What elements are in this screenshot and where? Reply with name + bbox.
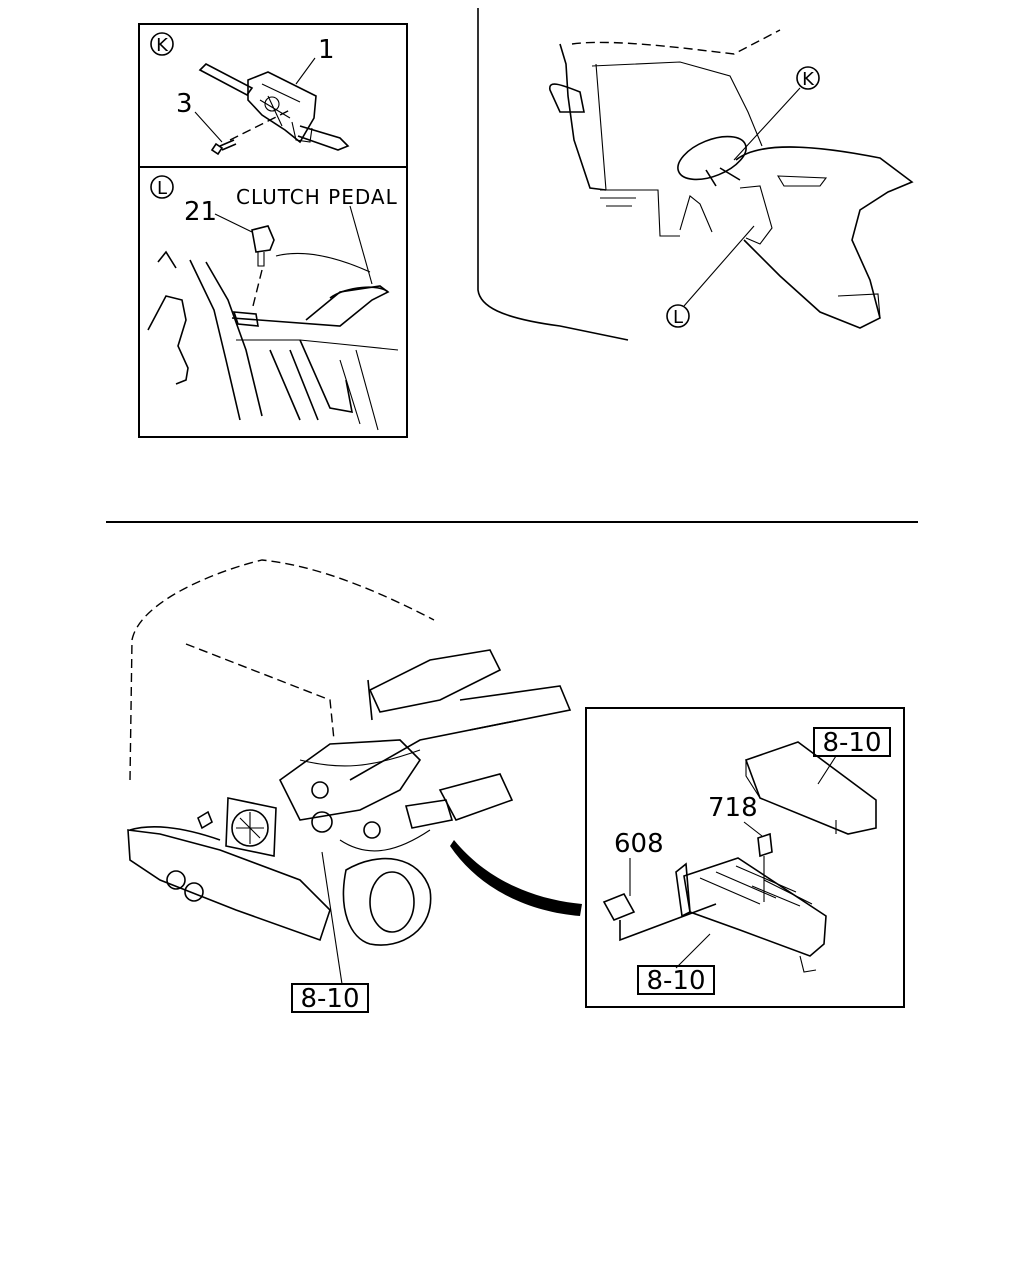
pulley-3	[363, 821, 381, 839]
leader-part-21	[214, 213, 253, 233]
steering-column	[705, 167, 741, 187]
seat-lines	[600, 197, 636, 207]
relay-detail-frame	[585, 707, 905, 1008]
battery	[438, 773, 514, 821]
steering-wheel	[677, 135, 747, 181]
cab-leader-k	[733, 87, 801, 161]
part-3-label: 3	[176, 89, 193, 119]
cab-callout-l-letter: L	[673, 307, 683, 328]
relay-718	[757, 832, 773, 858]
headlamp-right	[184, 882, 204, 902]
dash-vent	[777, 175, 828, 187]
pulley-1	[311, 811, 333, 833]
engine-ref-box	[291, 983, 369, 1013]
detail-k-callout-letter: K	[156, 35, 169, 56]
cab-callout-l-circle	[666, 304, 690, 328]
gear-lever	[679, 195, 713, 233]
box-ref-box	[637, 965, 715, 995]
windshield-phantom	[185, 643, 335, 741]
clutch-switch-drawing	[251, 225, 275, 311]
engine-ref-label: 8-10	[300, 984, 359, 1014]
detail-arrow	[450, 840, 582, 916]
glovebox	[837, 293, 881, 319]
front-bumper	[127, 829, 331, 942]
frame-rail-left	[349, 719, 521, 781]
leader-engine-ref	[321, 851, 343, 985]
relay-box-location	[404, 799, 454, 829]
detail-k-panel: K 1 3	[138, 23, 408, 168]
cab-callout-k-circle	[796, 66, 820, 90]
radiator	[225, 797, 277, 857]
front-face	[129, 826, 221, 841]
detail-l-panel: L CLUTCH PEDAL 21	[138, 166, 408, 438]
cover-ref-label: 8-10	[822, 728, 881, 758]
detail-l-frame	[138, 166, 408, 438]
relay-box-body	[683, 857, 827, 957]
wiring-harness	[299, 749, 431, 852]
engine-view: 8-10	[127, 559, 582, 1014]
box-ref-label: 8-10	[646, 966, 705, 996]
combination-switch-drawing	[198, 63, 350, 151]
cab-view: K L	[477, 8, 914, 341]
radiator-fan	[231, 809, 269, 847]
cab-phantom-outline	[129, 559, 435, 781]
part-21-label: 21	[184, 197, 217, 227]
air-cleaner	[368, 649, 502, 713]
engine-block	[278, 739, 422, 821]
leader-clutch-pedal	[349, 205, 373, 285]
cab-outline	[477, 8, 629, 341]
center-console	[739, 185, 773, 245]
cab-leader-l	[683, 225, 755, 307]
door-post	[559, 43, 607, 191]
relay-608-label: 608	[614, 829, 664, 859]
leader-box	[675, 933, 711, 969]
seat-outline	[595, 63, 680, 237]
leader-part-1	[295, 57, 316, 85]
relay-box-tab	[799, 955, 817, 973]
relay-608	[602, 892, 636, 922]
clutch-pedal-caption: CLUTCH PEDAL	[236, 185, 398, 209]
windshield-frame	[591, 61, 763, 147]
pedal-assembly-drawing	[147, 250, 399, 431]
cover-edges	[745, 760, 837, 834]
relay-608-connection	[619, 903, 717, 942]
mirror	[549, 83, 585, 113]
pulley-2	[311, 781, 329, 799]
detail-k-callout-circle	[150, 32, 174, 56]
leader-cover	[817, 755, 837, 785]
relay-718-label: 718	[708, 793, 758, 823]
front-wheel	[342, 857, 432, 946]
detail-l-callout-letter: L	[157, 178, 167, 199]
detail-l-callout-circle	[150, 175, 174, 199]
horn-relay	[197, 810, 213, 830]
relay-box-slots	[699, 865, 813, 907]
dashboard	[735, 146, 914, 329]
air-cleaner-side	[367, 679, 373, 721]
wheel-hub	[369, 871, 415, 933]
part-1-label: 1	[318, 35, 335, 65]
fan-blades	[236, 812, 264, 844]
cab-callout-k-letter: K	[802, 69, 815, 90]
relay-box-bracket	[675, 862, 691, 918]
relay-box-detail: 8-10 718 608 8-10	[585, 707, 905, 1008]
leader-part-3	[194, 111, 223, 143]
headlamp-left	[166, 870, 186, 890]
roof-line	[571, 29, 781, 55]
screw-drawing	[210, 139, 237, 156]
cover-ref-box	[813, 727, 891, 757]
leader-718	[743, 821, 763, 837]
frame-rail-right	[459, 685, 572, 731]
